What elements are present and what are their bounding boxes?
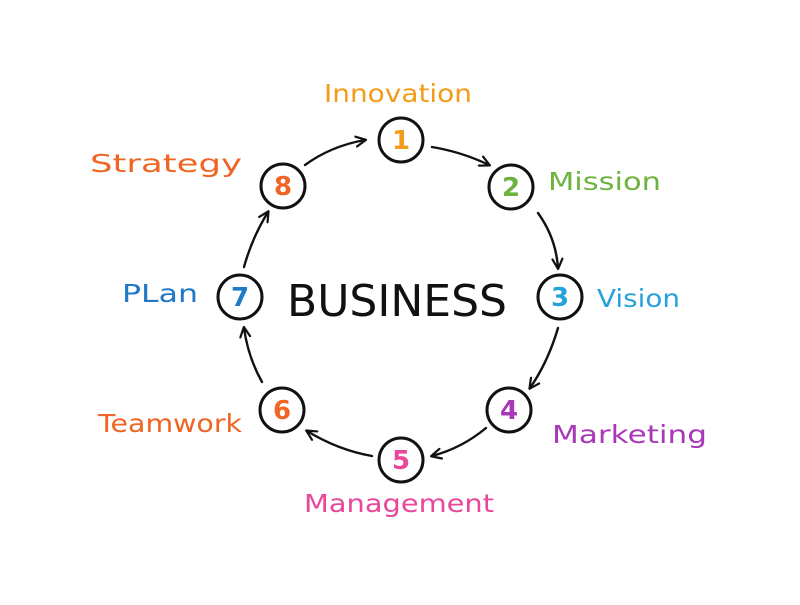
cycle-arrows: [244, 140, 558, 456]
arrow-8-to-1: [303, 140, 365, 167]
step-node-5: 5 Management: [304, 436, 494, 518]
step-label-management: Management: [304, 489, 494, 518]
step-label-teamwork: Teamwork: [97, 409, 243, 438]
step-node-7: 7 PLan: [122, 273, 264, 321]
step-label-innovation: Innovation: [324, 79, 472, 108]
step-number: 3: [551, 283, 569, 313]
step-number: 1: [392, 126, 410, 156]
arrow-3-to-4: [530, 326, 560, 388]
arrow-4-to-5: [432, 426, 488, 456]
step-node-4: 4 Marketing: [485, 386, 707, 449]
step-node-3: 3 Vision: [536, 273, 680, 321]
step-label-mission: Mission: [548, 167, 661, 196]
step-number: 5: [392, 446, 410, 476]
step-node-6: 6 Teamwork: [97, 386, 306, 438]
step-label-plan: PLan: [122, 279, 198, 308]
step-number: 4: [500, 396, 518, 426]
center-title: BUSINESS: [287, 276, 507, 327]
step-number: 8: [274, 172, 292, 202]
step-label-vision: Vision: [597, 284, 680, 313]
step-label-marketing: Marketing: [552, 420, 707, 449]
step-label-strategy: Strategy: [90, 149, 242, 178]
arrow-6-to-7: [244, 328, 264, 384]
arrow-5-to-6: [307, 431, 374, 458]
arrow-7-to-8: [242, 212, 268, 269]
arrow-2-to-3: [536, 211, 558, 268]
arrow-1-to-2: [430, 145, 489, 165]
step-number: 2: [502, 173, 520, 203]
step-node-8: 8 Strategy: [90, 149, 307, 210]
step-number: 6: [273, 396, 291, 426]
step-node-2: 2 Mission: [487, 163, 661, 211]
step-node-1: 1 Innovation: [324, 79, 472, 164]
step-number: 7: [231, 283, 249, 313]
